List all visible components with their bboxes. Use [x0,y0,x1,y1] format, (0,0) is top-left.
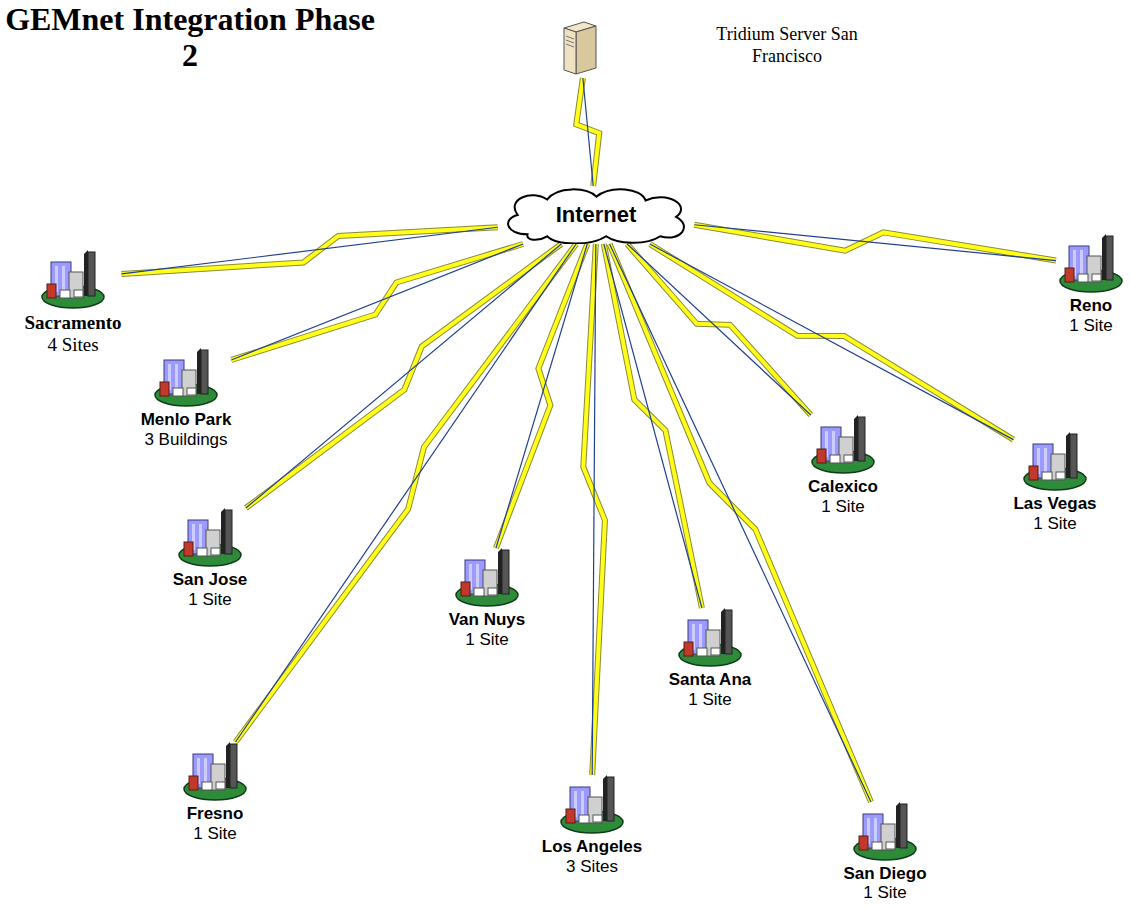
lightning-link [610,244,871,802]
building-icon [850,802,920,862]
diagram-title: GEMnet Integration Phase 2 [0,2,380,74]
node-title: Las Vegas [1013,494,1096,514]
building-icon [675,608,745,668]
icon-graphic [564,22,596,74]
node-title: Sacramento [24,312,121,334]
lightning-link [583,244,605,775]
node-subtitle: 3 Sites [566,857,618,877]
building-icon [175,508,245,568]
icon-graphic [155,348,217,406]
building-icon [180,742,250,802]
site-node: Santa Ana1 Site [669,608,752,709]
server-node: Tridium Server San Francisco [560,18,862,78]
node-subtitle: 1 Site [1069,316,1112,336]
link-line [650,244,1014,440]
node-subtitle: 1 Site [465,630,508,650]
lightning-link [650,244,1014,440]
internet-cloud: Internet [498,186,695,244]
site-node: Las Vegas1 Site [1013,432,1096,533]
node-title: Internet [556,202,637,228]
icon-graphic [179,508,241,566]
bolt-fill [246,244,561,508]
node-title: Van Nuys [449,610,526,630]
link-line [236,244,577,742]
icon-graphic [1060,234,1122,292]
building-icon [557,775,627,835]
lightning-link [236,244,577,742]
bolt-outline [650,244,1014,440]
node-title: Santa Ana [669,670,752,690]
bolt-fill [236,244,577,742]
building-icon [1056,234,1126,294]
lightning-link [496,244,587,548]
server-icon [560,18,600,78]
building-icon [1020,432,1090,492]
link-line [583,78,593,186]
icon-graphic [854,802,916,860]
site-node: San Jose1 Site [173,508,248,609]
icon-graphic [456,548,518,606]
bolt-outline [576,78,599,186]
node-subtitle: 1 Site [821,497,864,517]
icon-graphic [1024,432,1086,490]
node-subtitle: 1 Site [688,690,731,710]
node-title: San Diego [843,864,926,884]
site-node: Van Nuys1 Site [449,548,526,649]
bolt-outline [246,244,561,508]
bolt-fill [610,244,871,802]
node-subtitle: 4 Sites [47,334,98,356]
site-node: Sacramento4 Sites [24,250,121,356]
node-title: Reno [1070,296,1113,316]
node-title: Tridium Server San Francisco [712,24,862,67]
link-line [496,244,587,548]
site-node: Calexico1 Site [808,415,878,516]
node-subtitle: 1 Site [1033,514,1076,534]
building-icon [808,415,878,475]
node-subtitle: 1 Site [193,824,236,844]
site-node: San Diego1 Site [843,802,926,903]
node-title: Menlo Park [141,410,232,430]
link-line [610,244,871,802]
icon-graphic [812,415,874,473]
bolt-fill [496,244,587,548]
bolt-fill [583,244,605,775]
building-icon [38,250,108,310]
site-node: Reno1 Site [1056,234,1126,335]
node-title: Fresno [187,804,244,824]
icon-graphic [42,250,104,308]
site-node: Los Angeles3 Sites [542,775,642,876]
bolt-fill [650,244,1014,440]
bolt-outline [236,244,577,742]
building-icon [452,548,522,608]
bolt-outline [694,225,1056,261]
bolt-outline [583,244,605,775]
node-subtitle: 1 Site [188,590,231,610]
link-line [592,244,596,775]
bolt-outline [496,244,587,548]
building-icon [151,348,221,408]
cloud-path [508,189,684,243]
site-node: Menlo Park3 Buildings [141,348,232,449]
lightning-link [576,78,599,186]
node-title: Calexico [808,477,878,497]
link-line [694,225,1056,261]
bolt-outline [610,244,871,802]
bolt-fill [694,225,1056,261]
icon-graphic [561,775,623,833]
lightning-link [694,225,1056,261]
node-title: Los Angeles [542,837,642,857]
node-subtitle: 1 Site [863,883,906,903]
node-title: San Jose [173,570,248,590]
icon-graphic [184,742,246,800]
site-node: Fresno1 Site [180,742,250,843]
icon-graphic [679,608,741,666]
lightning-link [246,244,561,508]
bolt-fill [576,78,599,186]
node-subtitle: 3 Buildings [144,430,227,450]
link-line [246,244,561,508]
